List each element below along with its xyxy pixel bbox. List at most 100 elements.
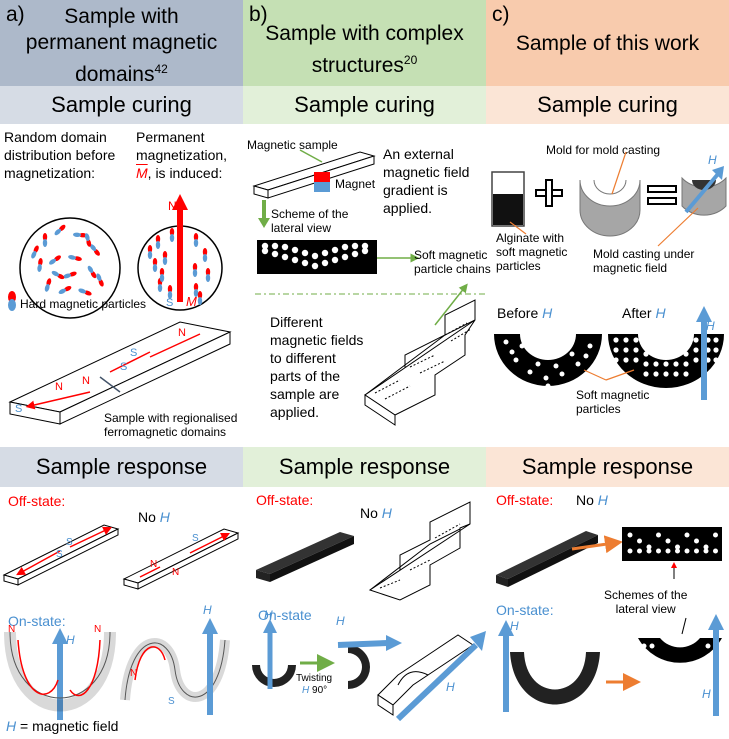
chain-particle [361,247,369,255]
on-state-particle [649,643,655,649]
header-a-ref: 42 [154,62,168,76]
aligned-particle [155,235,161,249]
on-state-particle [701,667,707,673]
chain-particle [351,242,359,250]
regional-domains-bar: N N N S S S [8,321,232,425]
a-off-state-label: Off-state: [8,493,66,509]
aligned-particle [162,251,168,265]
after-label: After H [622,305,666,321]
svg-text:H: H [66,633,75,647]
aligned-soft-particle [633,347,639,353]
svg-text:S: S [192,533,199,544]
b-on-state-figure: H Twisting H 90° H H [252,608,486,722]
scheme-particle [665,538,671,544]
aligned-particle [152,258,158,272]
aligned-soft-particle [663,351,669,357]
b-on-state-label: On-state [258,607,312,623]
aligned-soft-particle [643,371,649,377]
aligned-soft-particle [643,361,649,367]
a-on-state-bent: H N N H N S [4,603,230,720]
hard-particle [96,273,104,287]
svg-text:N: N [150,559,157,570]
soft-particle [575,361,581,367]
aligned-particle [193,233,199,247]
header-a: a) Sample with permanent magnetic domain… [0,0,243,86]
b-lateral-scheme [255,240,485,295]
chain-particle [261,242,269,250]
aligned-soft-particle [643,351,649,357]
aligned-soft-particle [683,351,689,357]
c-casting-figure: H [491,151,727,247]
aligned-soft-particle [683,371,689,377]
header-c: c) Sample of this work [486,0,729,86]
regional-domains-label: Sample with regionalised ferromagnetic d… [104,411,238,439]
b-no-h-label: No H [360,505,392,521]
soft-particle [527,369,533,375]
response-band-c: Sample response [486,447,729,487]
aligned-particle [192,263,198,277]
soft-particle [569,351,575,357]
aligned-soft-particle [713,337,719,343]
aligned-soft-particle [673,351,679,357]
aligned-particle [193,283,199,297]
scheme-particle [646,548,652,554]
soft-particle [559,371,565,377]
scheme-lateral-label: Scheme of the lateral view [271,207,349,235]
svg-text:N: N [55,381,63,393]
svg-text:H 90°: H 90° [302,685,327,696]
response-band-b: Sample response [243,447,486,487]
hard-particle [78,288,92,296]
aligned-soft-particle [693,347,699,353]
panel-letter-b: b) [249,3,268,26]
panel-letter-a: a) [6,3,25,26]
c-off-state-label: Off-state: [496,492,554,508]
aligned-particle [202,248,208,262]
aligned-soft-particle [653,351,659,357]
a-no-h-label: No H [138,509,170,525]
scheme-particle [627,548,633,554]
on-state-particle [645,657,651,663]
aligned-soft-particle [683,361,689,367]
hard-particle [42,233,48,247]
scheme-particle [694,548,699,554]
soft-particle [545,383,551,389]
scheme-particle [675,548,680,554]
chain-particle [301,249,309,257]
c-on-state-label: On-state: [496,602,554,618]
random-domain-text: Random domain distribution before magnet… [4,129,116,181]
hard-particle [90,244,100,256]
aligned-particle [159,268,165,282]
on-state-particle [653,669,659,675]
chain-particle [351,250,359,258]
scheme-particle [694,538,699,544]
twisting-label: Twisting [296,673,332,684]
soft-chains-label: Soft magnetic particle chains [414,248,491,276]
svg-text:N: N [172,567,179,578]
hard-particle [49,255,61,265]
header-b: b) Sample with complex structures20 [243,0,486,86]
response-band-a: Sample response [0,447,243,487]
on-state-particle [665,677,671,683]
header-a-line1: Sample with [64,5,179,28]
svg-text:H: H [336,614,345,628]
alginate-label: Alginate with soft magnetic particles [496,231,568,273]
different-fields-text: Different magnetic fields to different p… [270,314,364,420]
c-no-h-label: No H [576,492,608,508]
soft-particle [583,353,589,359]
aligned-soft-particle [613,347,619,353]
chain-particle [311,262,319,270]
c-on-state-figure: H H [498,614,724,716]
aligned-soft-particle [713,347,719,353]
aligned-soft-particle [663,371,669,377]
hard-particle [68,255,82,261]
aligned-soft-particle [713,357,719,363]
c-off-state-figure [496,527,722,587]
chain-particle [361,242,369,250]
soft-particle [535,361,541,367]
hard-particle [87,265,97,279]
svg-text:N: N [82,375,90,387]
magnet-label: Magnet [335,177,376,191]
domain-circles-figure: N S M [19,194,223,319]
scheme-particle [637,538,642,544]
svg-text:H: H [264,608,273,622]
